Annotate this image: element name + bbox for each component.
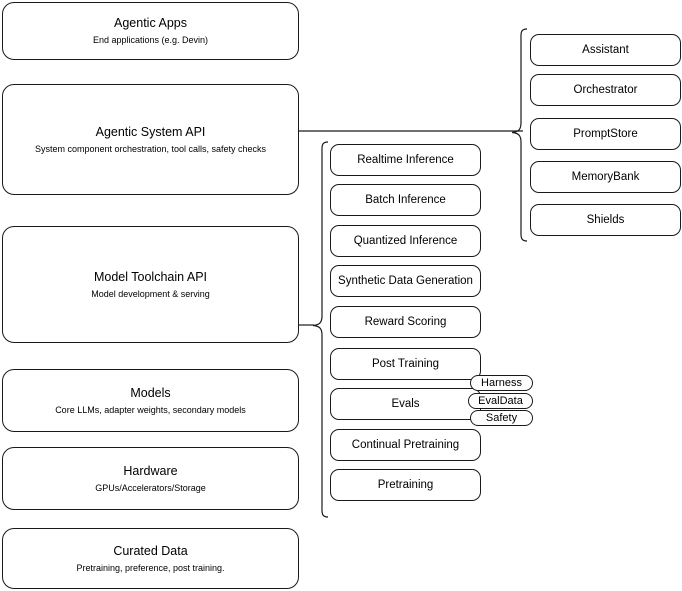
component-label: Orchestrator: [573, 84, 638, 96]
layer-title: Model Toolchain API: [93, 269, 208, 284]
layer-models[interactable]: Models Core LLMs, adapter weights, secon…: [2, 369, 299, 432]
layer-title: Curated Data: [113, 543, 188, 558]
brace-toolchain-components: [312, 141, 329, 518]
component-synthetic-data-generation[interactable]: Synthetic Data Generation: [330, 265, 481, 297]
component-orchestrator[interactable]: Orchestrator: [530, 74, 681, 106]
component-label: Pretraining: [377, 479, 434, 491]
component-post-training[interactable]: Post Training: [330, 348, 481, 380]
badge-evaldata[interactable]: EvalData: [468, 393, 533, 409]
component-label: MemoryBank: [571, 171, 640, 183]
component-label: Reward Scoring: [364, 316, 447, 328]
layer-subtitle: System component orchestration, tool cal…: [34, 143, 267, 154]
component-realtime-inference[interactable]: Realtime Inference: [330, 144, 481, 176]
component-memorybank[interactable]: MemoryBank: [530, 161, 681, 193]
component-label: Shields: [586, 214, 625, 226]
component-label: Batch Inference: [365, 194, 446, 206]
connector-model-toolchain-api: [298, 324, 314, 326]
layer-agentic-apps[interactable]: Agentic Apps End applications (e.g. Devi…: [2, 2, 299, 60]
layer-title: Hardware: [123, 463, 178, 478]
brace-path: [312, 141, 329, 518]
badge-label: EvalData: [478, 395, 523, 407]
badge-label: Safety: [485, 412, 518, 424]
connector-agentic-system-api: [298, 130, 523, 132]
component-shields[interactable]: Shields: [530, 204, 681, 236]
component-label: Quantized Inference: [353, 235, 458, 247]
layer-subtitle: Core LLMs, adapter weights, secondary mo…: [55, 404, 246, 415]
component-assistant[interactable]: Assistant: [530, 34, 681, 66]
badge-safety[interactable]: Safety: [470, 410, 533, 426]
layer-curated-data[interactable]: Curated Data Pretraining, preference, po…: [2, 528, 299, 589]
component-pretraining[interactable]: Pretraining: [330, 469, 481, 501]
badge-label: Harness: [481, 377, 522, 389]
badge-harness[interactable]: Harness: [470, 375, 533, 391]
layer-model-toolchain-api[interactable]: Model Toolchain API Model development & …: [2, 226, 299, 343]
brace-agentic-components: [511, 28, 528, 242]
component-continual-pretraining[interactable]: Continual Pretraining: [330, 429, 481, 461]
component-quantized-inference[interactable]: Quantized Inference: [330, 225, 481, 257]
component-label: Realtime Inference: [357, 154, 454, 166]
component-label: Assistant: [582, 44, 629, 56]
component-label: Post Training: [371, 358, 440, 370]
component-label: Evals: [391, 398, 420, 410]
layer-subtitle: GPUs/Accelerators/Storage: [95, 482, 206, 493]
component-evals[interactable]: Evals: [330, 388, 481, 420]
brace-path: [511, 28, 528, 242]
layer-subtitle: Model development & serving: [91, 288, 210, 299]
layer-agentic-system-api[interactable]: Agentic System API System component orch…: [2, 84, 299, 195]
layer-title: Models: [130, 385, 171, 400]
component-batch-inference[interactable]: Batch Inference: [330, 184, 481, 216]
layer-title: Agentic System API: [95, 124, 206, 139]
component-label: PromptStore: [573, 128, 638, 140]
component-label: Continual Pretraining: [351, 439, 460, 451]
layer-subtitle: End applications (e.g. Devin): [92, 35, 209, 45]
component-label: Synthetic Data Generation: [338, 275, 473, 287]
layer-subtitle: Pretraining, preference, post training.: [76, 562, 225, 573]
component-reward-scoring[interactable]: Reward Scoring: [330, 306, 481, 338]
layer-title: Agentic Apps: [114, 16, 187, 30]
component-promptstore[interactable]: PromptStore: [530, 118, 681, 150]
layer-hardware[interactable]: Hardware GPUs/Accelerators/Storage: [2, 447, 299, 510]
